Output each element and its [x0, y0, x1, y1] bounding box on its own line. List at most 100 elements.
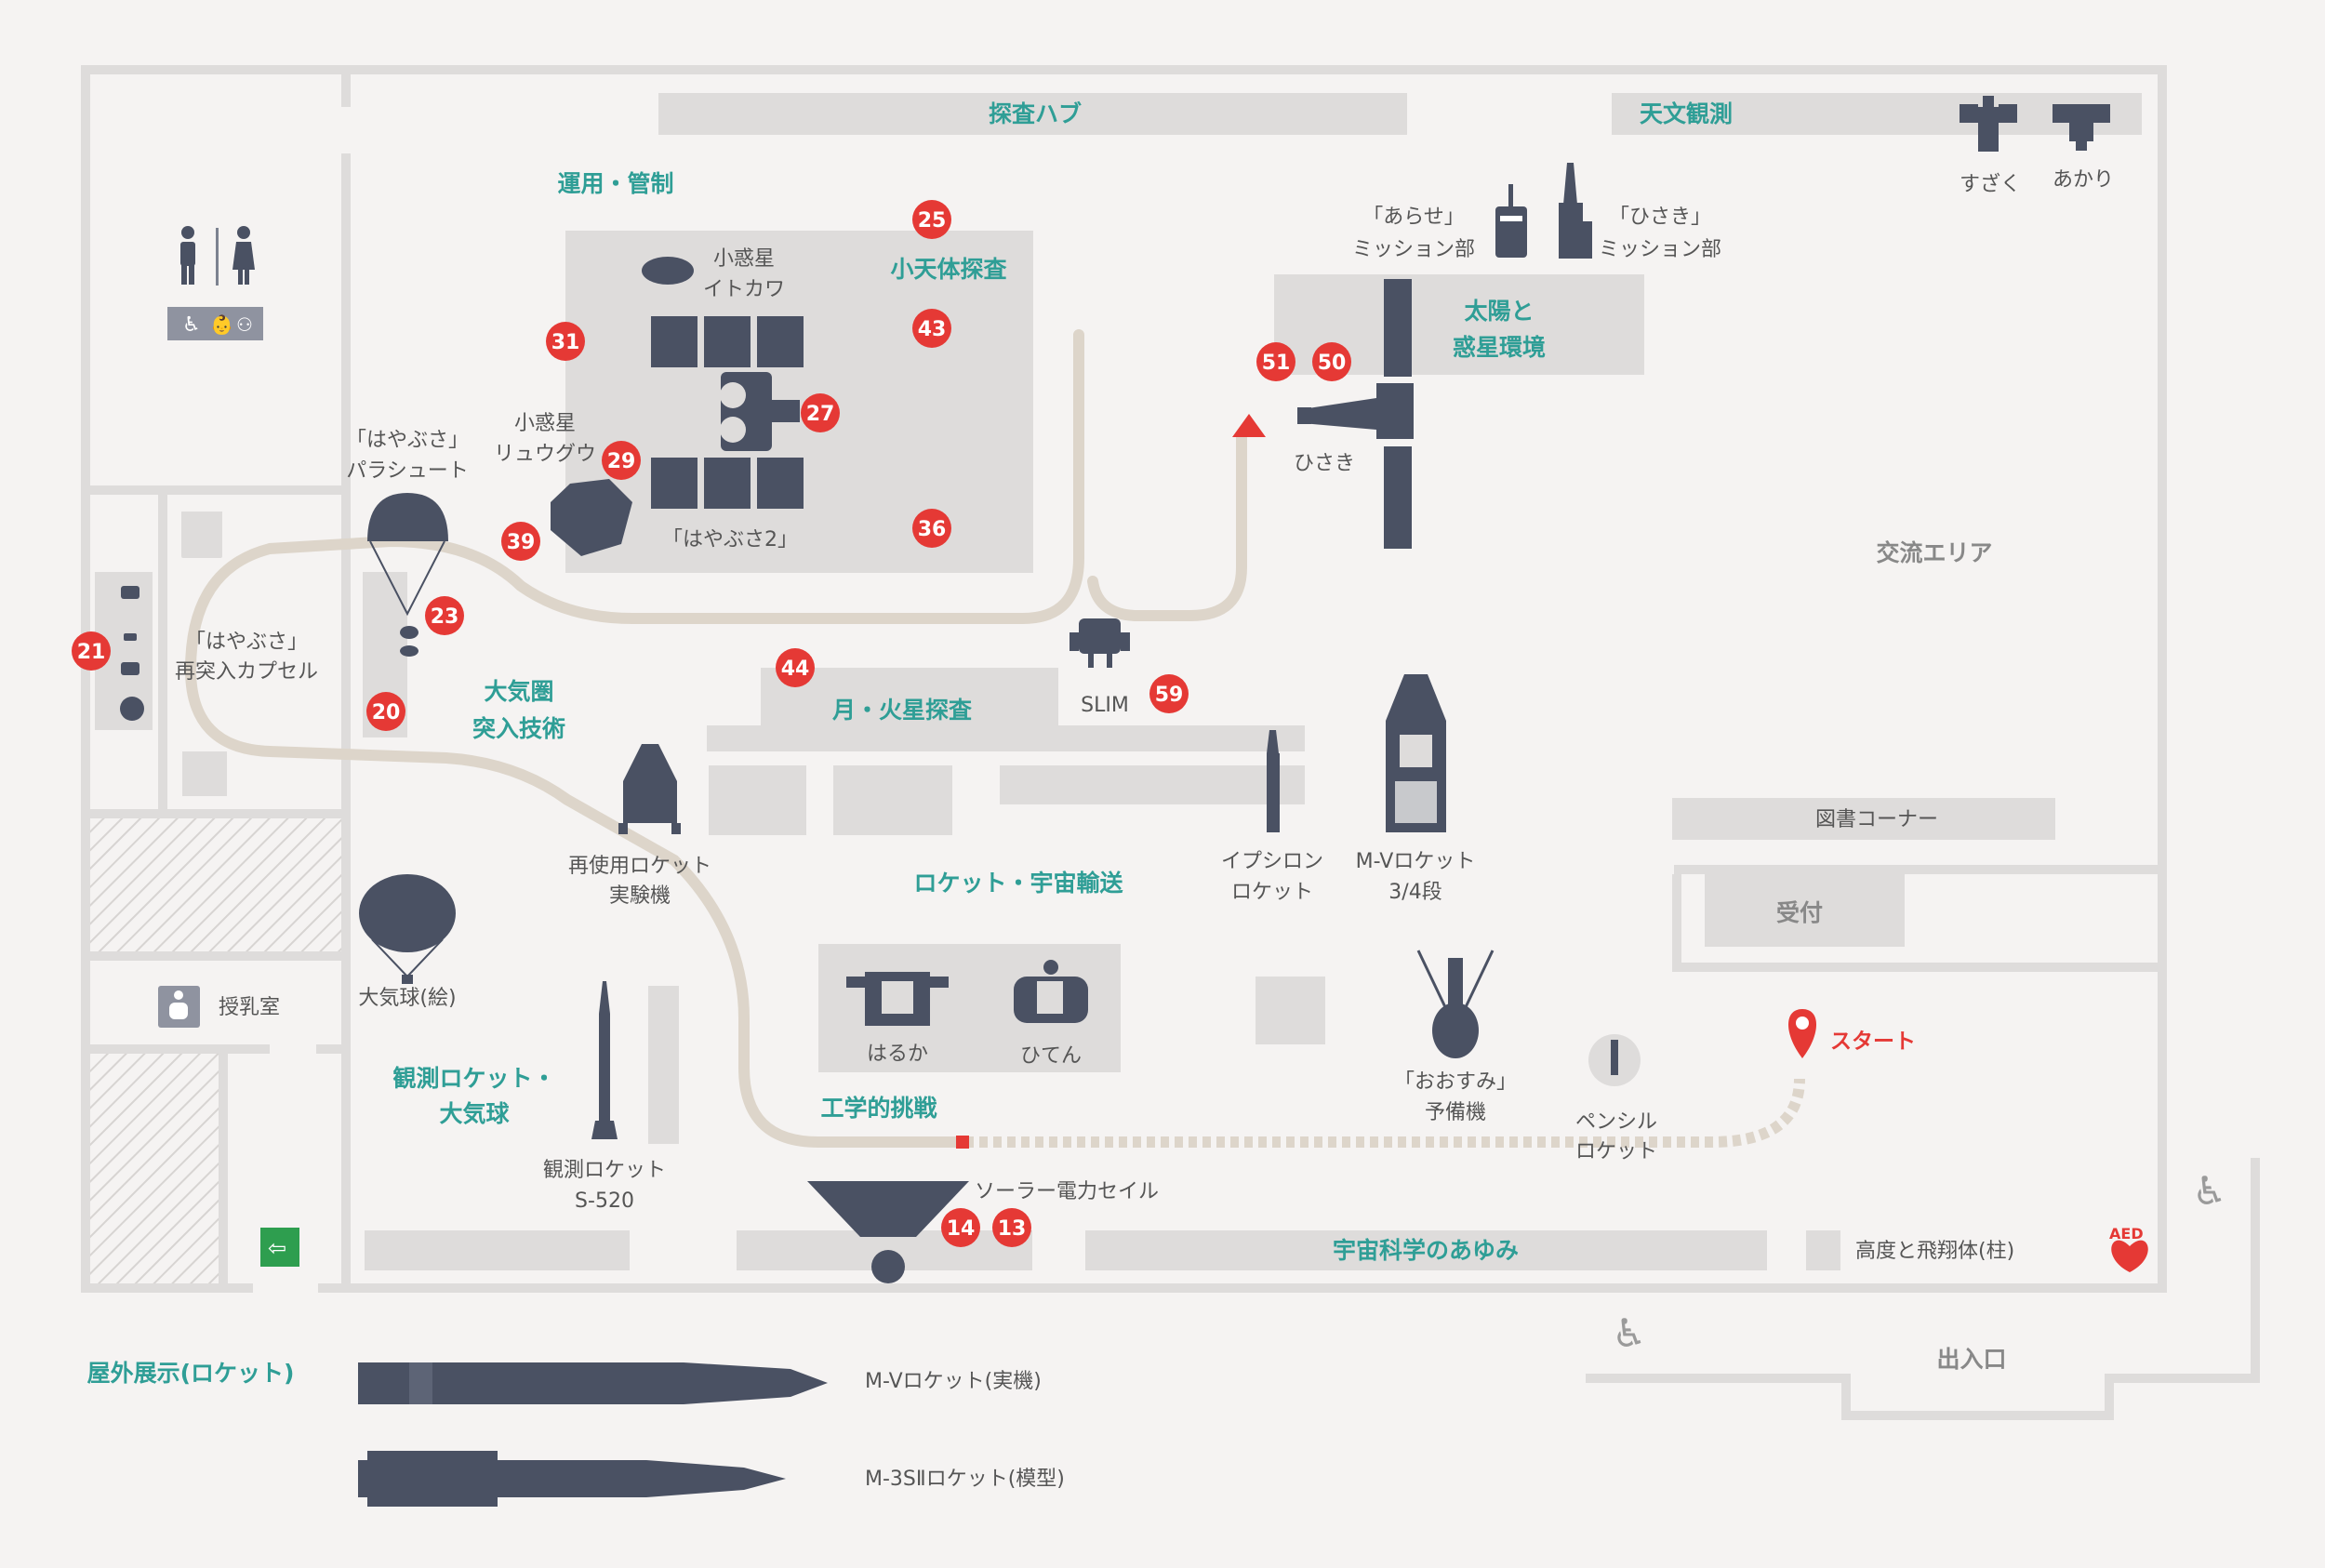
marker-number: 14 [947, 1217, 976, 1241]
route-marker [956, 1136, 969, 1149]
reusable-rocket-icon [618, 744, 681, 834]
zone-kogaku: 工学的挑戦 [820, 1095, 937, 1122]
label-nursing: 授乳室 [219, 996, 280, 1019]
label-reusable-2: 実験機 [609, 884, 671, 908]
label-mv-2: 3/4段 [1388, 881, 1442, 904]
parachute-icon [367, 493, 448, 657]
label-epsilon-1: イプシロン [1221, 850, 1323, 873]
marker-number: 23 [431, 605, 459, 629]
label-mv-real: M-Vロケット(実機) [865, 1370, 1042, 1393]
marker-number: 44 [781, 658, 810, 681]
label-itokawa-1: 小惑星 [713, 247, 775, 271]
marker-circle [801, 393, 840, 432]
zone-taiyo-line2: 惑星環境 [1453, 334, 1546, 361]
zone-unyo: 運用・管制 [557, 170, 673, 197]
label-parachute-2: パラシュート [346, 459, 469, 483]
slim-lander-icon [1070, 618, 1130, 668]
exhibit-marker-20: 20 [366, 692, 405, 731]
emergency-exit-icon: ⇦ [260, 1228, 299, 1267]
hiten-icon [1014, 960, 1088, 1023]
label-suzaku: すざく [1960, 172, 2021, 196]
label-ohsumi-1: 「おおすみ」 [1394, 1070, 1517, 1094]
marker-number: 36 [918, 518, 947, 541]
marker-number: 13 [998, 1217, 1027, 1241]
solar-sail-icon [807, 1181, 969, 1283]
marker-circle [602, 441, 641, 480]
exhibit-blocks [95, 93, 2142, 1270]
zone-koryu: 交流エリア [1876, 539, 1992, 566]
label-mv-1: M-Vロケット [1356, 850, 1476, 873]
marker-circle [776, 648, 815, 687]
exhibit-marker-39: 39 [501, 522, 540, 561]
marker-circle [1312, 342, 1351, 381]
label-akari: あかり [2053, 168, 2114, 192]
marker-number: 29 [607, 450, 636, 473]
svg-text:👶: 👶 [210, 313, 233, 336]
nursing-room-icon [158, 986, 200, 1028]
balloon-icon [359, 874, 456, 984]
zone-okugai: 屋外展示(ロケット) [87, 1360, 295, 1387]
label-hisaki-m-2: ミッション部 [1599, 238, 1721, 261]
label-s520-2: S-520 [575, 1189, 634, 1213]
marker-circle [1256, 342, 1295, 381]
accessible-facilities-icon: ♿ 👶 ⚇ [167, 307, 263, 340]
zone-kansoku-line2: 大気球 [439, 1100, 510, 1127]
label-m3s2: M-3SⅡロケット(模型) [865, 1468, 1065, 1491]
epsilon-rocket-icon [1267, 730, 1280, 832]
hayabusa2-icon [651, 316, 804, 509]
dashed-route [965, 1078, 1805, 1148]
label-ryugu-1: 小惑星 [514, 412, 576, 435]
label-hisaki: ひさき [1294, 452, 1355, 475]
label-slim: SLIM [1081, 694, 1129, 717]
suzaku-satellite-icon [1960, 96, 2017, 152]
wheelchair-icon-2: ♿ [1612, 1310, 1647, 1356]
capsule-display-icons [120, 586, 144, 721]
tour-route [184, 329, 1247, 1148]
exhibit-marker-50: 50 [1312, 342, 1351, 381]
building-walls [81, 65, 2260, 1420]
label-arase-2: ミッション部 [1352, 238, 1475, 261]
label-itokawa-2: イトカワ [703, 278, 785, 301]
zone-kansoku-line1: 観測ロケット・ [392, 1065, 555, 1092]
start-label: スタート [1830, 1030, 1916, 1054]
zone-ayumi: 宇宙科学のあゆみ [1333, 1237, 1519, 1264]
marker-circle [941, 1208, 980, 1247]
restroom-icon [180, 226, 255, 286]
route-arrow-icon [1232, 414, 1266, 437]
zone-taikiken-line2: 突入技術 [472, 715, 565, 742]
arase-mission-icon [1495, 184, 1527, 258]
mv-rocket-outdoor-icon [358, 1362, 828, 1404]
exhibit-marker-31: 31 [546, 322, 585, 361]
label-pencil-2: ロケット [1575, 1140, 1657, 1163]
mv-rocket-stage-icon [1386, 674, 1446, 832]
zone-tsuki-kasei: 月・火星探査 [831, 697, 972, 724]
label-ryugu-2: リュウグウ [494, 443, 596, 466]
svg-text:♿: ♿ [182, 313, 201, 337]
zone-taikiken-line1: 大気圏 [484, 678, 553, 705]
exhibit-marker-25: 25 [912, 200, 951, 239]
marker-circle [501, 522, 540, 561]
wheelchair-icon: ♿ [2192, 1168, 2227, 1214]
exhibit-marker-36: 36 [912, 509, 951, 548]
label-epsilon-2: ロケット [1231, 881, 1313, 904]
marker-number: 59 [1155, 684, 1184, 707]
m3s2-rocket-outdoor-icon [358, 1451, 786, 1507]
svg-text:⇦: ⇦ [268, 1235, 286, 1261]
label-pencil-1: ペンシル [1575, 1110, 1657, 1134]
marker-number: 39 [507, 531, 536, 554]
label-hiten: ひてん [1020, 1044, 1082, 1068]
marker-circle [366, 692, 405, 731]
zone-tenmon: 天文観測 [1640, 100, 1733, 127]
marker-number: 20 [372, 701, 401, 724]
label-ohsumi-2: 予備機 [1425, 1101, 1486, 1124]
marker-number: 31 [551, 331, 580, 354]
hatched-area-1 [90, 818, 341, 951]
marker-circle [72, 631, 111, 671]
exhibit-marker-29: 29 [602, 441, 641, 480]
label-capsule-2: 再突入カプセル [175, 660, 318, 684]
marker-circle [912, 309, 951, 348]
marker-number: 43 [918, 318, 947, 341]
marker-circle [912, 509, 951, 548]
